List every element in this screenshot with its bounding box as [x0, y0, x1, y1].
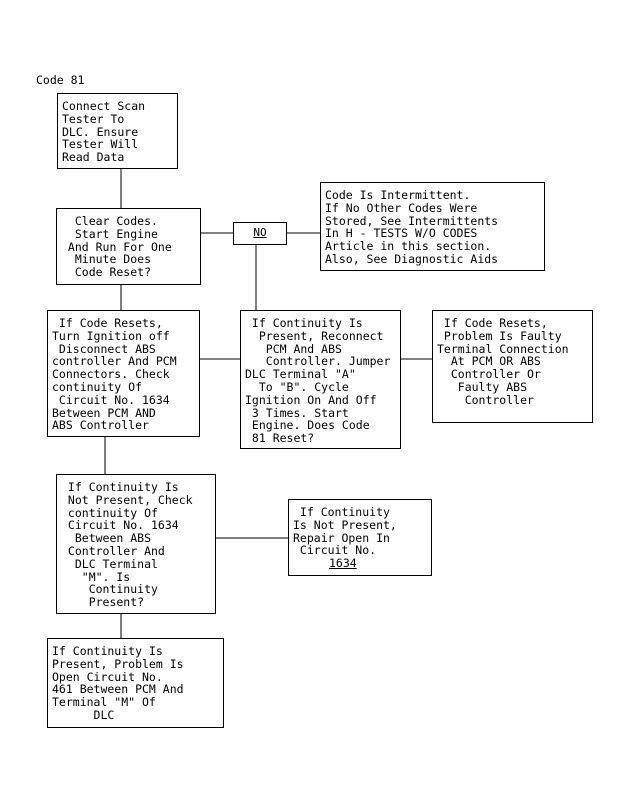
repair-open-circuit-number: 1634	[329, 556, 357, 571]
continuity-present-box: If Continuity Is Present, Reconnect PCM …	[240, 310, 401, 449]
no-text: NO	[253, 226, 267, 239]
no-decision-label: NO	[233, 222, 287, 245]
if-code-resets-box: If Code Resets, Turn Ignition off Discon…	[47, 310, 200, 437]
code-label: Code 81	[36, 73, 85, 87]
continuity-not-present-check-box: If Continuity Is Not Present, Check cont…	[56, 474, 216, 614]
problem-open-circuit-box: If Continuity Is Present, Problem Is Ope…	[47, 638, 224, 728]
repair-open-text: If Continuity Is Not Present, Repair Ope…	[293, 505, 397, 558]
clear-codes-box: Clear Codes. Start Engine And Run For On…	[56, 208, 201, 285]
repair-open-box: If Continuity Is Not Present, Repair Ope…	[288, 499, 432, 576]
faulty-connection-box: If Code Resets, Problem Is Faulty Termin…	[432, 310, 593, 423]
intermittent-box: Code Is Intermittent. If No Other Codes …	[320, 182, 545, 271]
connect-tester-box: Connect Scan Tester To DLC. Ensure Teste…	[57, 93, 178, 169]
